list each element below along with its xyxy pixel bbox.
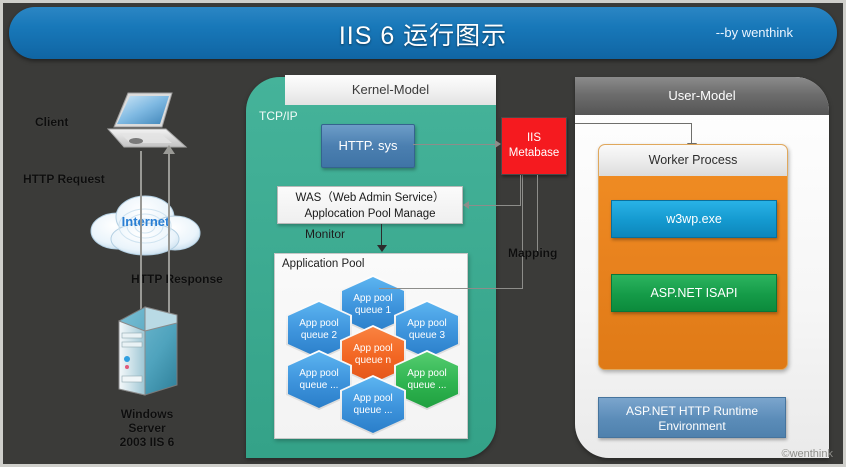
title-bar: IIS 6 运行图示 --by wenthink [9, 7, 837, 59]
metabase-was-line-vertical [520, 175, 521, 206]
user-model-header: User-Model [575, 77, 829, 115]
queue-db-line-2: queue ... [353, 405, 393, 416]
metabase-was-line-horizontal [469, 205, 521, 206]
runtime-line-1: ASP.NET HTTP Runtime [625, 404, 759, 418]
app-pool-queue-lower-right[interactable]: App pool queue ... [396, 352, 458, 408]
queue-n-line-1: App pool [353, 343, 393, 354]
app-pool-queue-lower-left[interactable]: App pool queue ... [288, 352, 350, 408]
http-sys-box[interactable]: HTTP. sys [321, 124, 415, 168]
http-response-arrowhead [163, 145, 175, 154]
worker-process-box[interactable]: Worker Process w3wp.exe ASP.NET ISAPI [598, 144, 788, 370]
monitor-label: Monitor [305, 227, 346, 241]
server-icon [118, 306, 178, 396]
http-response-flow-line [168, 151, 170, 321]
laptop-icon [106, 92, 188, 148]
monitor-connector-line [381, 224, 382, 247]
queue-dl-line-2: queue ... [299, 380, 339, 391]
client-label: Client [35, 115, 69, 129]
worker-process-title: Worker Process [599, 145, 787, 177]
app-pool-queue-n[interactable]: App pool queue n [342, 327, 404, 383]
metabase-line-2: Metabase [508, 147, 560, 159]
httpsys-metabase-arrowhead [495, 140, 501, 148]
page-title: IIS 6 运行图示 [338, 22, 508, 50]
queue-3-line-2: queue 3 [408, 330, 446, 341]
metabase-line-1: IIS [526, 132, 542, 144]
mapping-line-vertical [537, 175, 538, 251]
http-request-label: HTTP Request [23, 172, 105, 186]
metabase-worker-line-vertical [691, 123, 692, 145]
aspnet-isapi-box[interactable]: ASP.NET ISAPI [611, 274, 777, 312]
tcpip-label: TCP/IP [259, 109, 298, 123]
queue-dl-line-1: App pool [299, 368, 339, 379]
watermark: ©wenthink [781, 448, 833, 460]
queue-n-line-2: queue n [354, 355, 392, 366]
runtime-line-2: Environment [658, 419, 726, 433]
was-box[interactable]: WAS（Web Admin Service） Applocation Pool … [277, 186, 463, 224]
app-pool-queue-bottom[interactable]: App pool queue ... [342, 377, 404, 433]
windows-server-label: Windows Server 2003 IIS 6 [107, 407, 187, 449]
queue-dr-line-1: App pool [407, 368, 447, 379]
monitor-arrowhead [377, 245, 387, 252]
queue-db-line-1: App pool [353, 393, 393, 404]
queue-to-metabase-line-vertical [522, 173, 523, 289]
metabase-worker-line-horizontal [575, 123, 692, 124]
app-pool-queue-1[interactable]: App pool queue 1 [342, 277, 404, 333]
queue-2-line-1: App pool [299, 318, 339, 329]
queue-2-line-2: queue 2 [300, 330, 338, 341]
server-label-line-2: Server [128, 421, 166, 435]
internet-cloud-icon [90, 195, 201, 256]
server-label-line-1: Windows [120, 407, 174, 421]
aspnet-http-runtime-box[interactable]: ASP.NET HTTP Runtime Environment [598, 397, 786, 438]
application-pool-title: Application Pool [282, 258, 365, 270]
kernel-model-header: Kernel-Model [285, 75, 496, 105]
w3wp-exe-box[interactable]: w3wp.exe [611, 200, 777, 238]
queue-to-metabase-line-horizontal [379, 288, 523, 289]
queue-3-line-1: App pool [407, 318, 447, 329]
was-line-1: WAS（Web Admin Service） [295, 192, 445, 204]
httpsys-metabase-line [413, 144, 497, 145]
iis-metabase-box[interactable]: IIS Metabase [501, 117, 567, 175]
metabase-was-arrowhead [463, 201, 469, 209]
queue-1-line-1: App pool [353, 293, 393, 304]
server-label-line-3: 2003 IIS 6 [119, 435, 175, 449]
queue-dr-line-2: queue ... [407, 380, 447, 391]
http-response-label: HTTP Response [131, 272, 223, 286]
title-author: --by wenthink [715, 25, 793, 40]
mapping-label: Mapping [508, 246, 558, 260]
app-pool-queue-2[interactable]: App pool queue 2 [288, 302, 350, 358]
app-pool-queue-3[interactable]: App pool queue 3 [396, 302, 458, 358]
worker-process-body: w3wp.exe ASP.NET ISAPI [599, 176, 787, 369]
internet-label: Internet [121, 214, 170, 229]
http-request-flow-line [140, 151, 142, 321]
queue-1-line-2: queue 1 [354, 305, 392, 316]
was-line-2: Applocation Pool Manage [304, 208, 436, 220]
